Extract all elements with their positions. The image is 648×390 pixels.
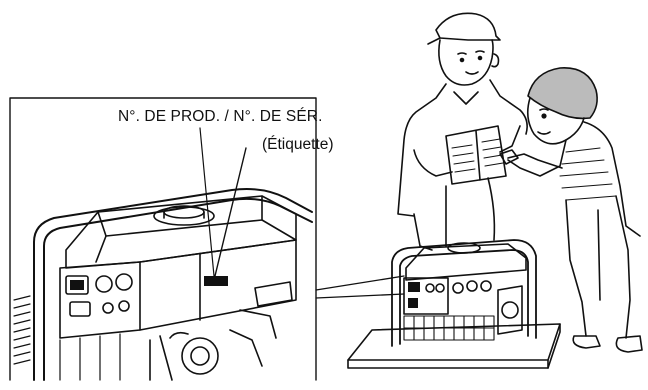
generator-small bbox=[348, 240, 560, 368]
product-serial-number-label: N°. DE PROD. / N°. DE SÉR. bbox=[118, 108, 322, 126]
leader-line bbox=[215, 148, 246, 276]
label-sticker-caption: (Étiquette) bbox=[262, 136, 334, 154]
person-technician bbox=[398, 13, 527, 250]
connector-line-top bbox=[316, 276, 404, 290]
connector-line-bottom bbox=[316, 294, 404, 298]
serial-label-sticker bbox=[204, 276, 228, 286]
